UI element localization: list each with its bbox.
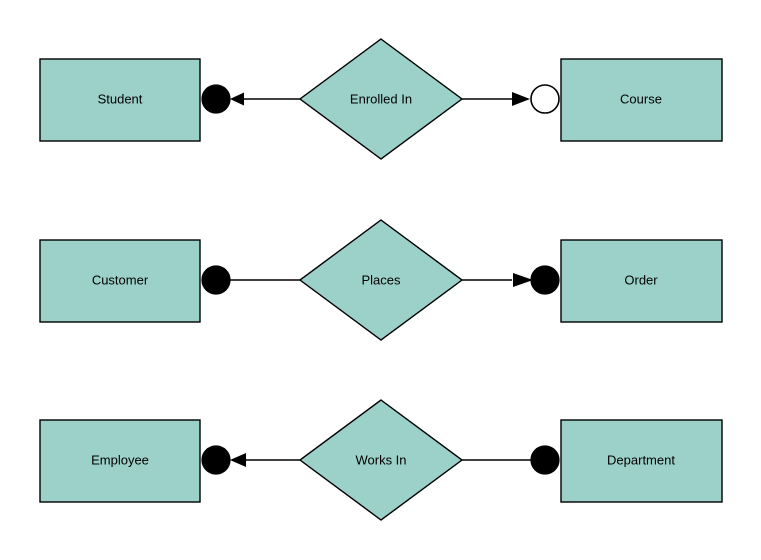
entity-box[interactable] bbox=[560, 419, 723, 503]
relationship-diamond[interactable] bbox=[298, 219, 464, 341]
entity-label: Department bbox=[607, 452, 675, 467]
entity-customer[interactable]: Customer bbox=[39, 239, 201, 323]
relationship-diamond[interactable] bbox=[298, 399, 464, 521]
cardinality-filled-circle-icon-right-3 bbox=[530, 445, 560, 475]
relationship-row-3: Employee Works In Department bbox=[39, 399, 723, 521]
entity-box[interactable] bbox=[39, 419, 201, 503]
relationship-label: Places bbox=[361, 272, 401, 287]
entity-employee[interactable]: Employee bbox=[39, 419, 201, 503]
arrow-right-icon-1 bbox=[512, 92, 530, 106]
entity-course[interactable]: Course bbox=[560, 58, 723, 142]
entity-label: Employee bbox=[91, 452, 149, 467]
cardinality-filled-circle-icon-right-2 bbox=[530, 265, 560, 295]
relationship-label: Enrolled In bbox=[350, 91, 412, 106]
cardinality-filled-circle-icon-left-3 bbox=[201, 445, 231, 475]
relationship-enrolled-in[interactable]: Enrolled In bbox=[298, 38, 464, 160]
cardinality-hollow-circle-icon-right-1 bbox=[530, 84, 560, 114]
relationship-works-in[interactable]: Works In bbox=[298, 399, 464, 521]
entity-label: Customer bbox=[92, 272, 149, 287]
entity-label: Order bbox=[624, 272, 658, 287]
entity-label: Student bbox=[98, 91, 143, 106]
arrow-left-icon-3 bbox=[230, 453, 246, 467]
arrow-left-icon-1 bbox=[230, 92, 244, 106]
cardinality-filled-circle-icon-left-2 bbox=[201, 265, 231, 295]
relationship-row-1: Student Enrolled In Course bbox=[39, 38, 723, 160]
relationship-label: Works In bbox=[355, 452, 406, 467]
entity-student[interactable]: Student bbox=[39, 58, 201, 142]
entity-box[interactable] bbox=[39, 239, 201, 323]
entity-order[interactable]: Order bbox=[560, 239, 723, 323]
entity-box[interactable] bbox=[560, 58, 723, 142]
entity-box[interactable] bbox=[560, 239, 723, 323]
entity-label: Course bbox=[620, 91, 662, 106]
relationship-diamond[interactable] bbox=[298, 38, 464, 160]
arrow-right-icon-2 bbox=[513, 273, 533, 287]
cardinality-filled-circle-icon-left-1 bbox=[201, 84, 231, 114]
relationship-row-2: Customer Places Order bbox=[39, 219, 723, 341]
entity-box[interactable] bbox=[39, 58, 201, 142]
relationship-places[interactable]: Places bbox=[298, 219, 464, 341]
entity-department[interactable]: Department bbox=[560, 419, 723, 503]
